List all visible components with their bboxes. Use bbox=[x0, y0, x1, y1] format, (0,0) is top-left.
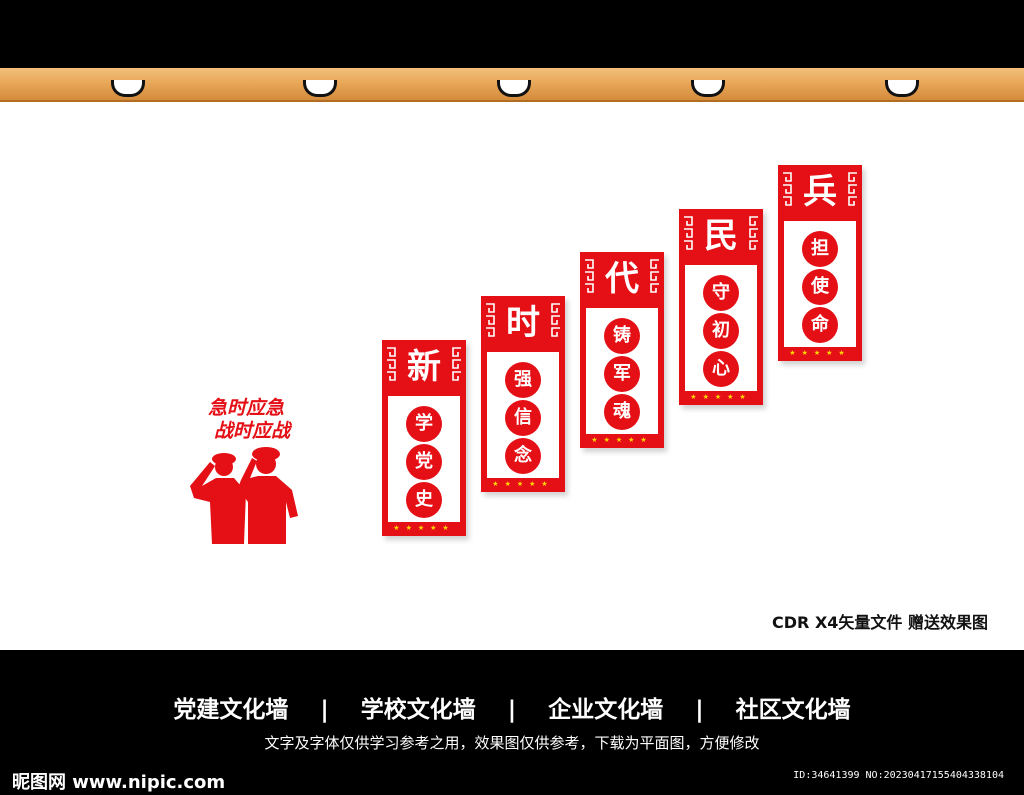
fret-pattern-icon bbox=[650, 259, 659, 293]
spotlight-icon bbox=[303, 80, 337, 97]
star-row: ★★★★★ bbox=[591, 436, 653, 444]
slogan-line-1: 急时应急 bbox=[208, 397, 285, 419]
panel-title: 代 bbox=[605, 259, 639, 299]
footer: 党建文化墙 | 学校文化墙 | 企业文化墙 | 社区文化墙 文字及字体仅供学习参… bbox=[0, 650, 1024, 795]
fret-pattern-icon bbox=[783, 172, 792, 206]
panel-char: 使 bbox=[802, 269, 838, 305]
panel-char: 初 bbox=[703, 313, 739, 349]
fret-pattern-icon bbox=[486, 303, 495, 337]
fret-pattern-icon bbox=[551, 303, 560, 337]
site-watermark: 昵图网 www.nipic.com bbox=[12, 772, 226, 793]
panel-char: 念 bbox=[505, 438, 541, 474]
category-list: 党建文化墙 | 学校文化墙 | 企业文化墙 | 社区文化墙 bbox=[0, 690, 1024, 724]
category-separator: | bbox=[695, 697, 704, 723]
image-id: ID:34641399 NO:20230417155404338104 bbox=[793, 770, 1004, 781]
top-band bbox=[0, 0, 1024, 68]
star-row: ★★★★★ bbox=[492, 480, 554, 488]
fret-pattern-icon bbox=[452, 347, 461, 381]
spotlight-icon bbox=[885, 80, 919, 97]
panel-title: 新 bbox=[407, 347, 441, 387]
panel-char: 担 bbox=[802, 231, 838, 267]
category-label: 党建文化墙 bbox=[173, 697, 289, 723]
spotlight-icon bbox=[111, 80, 145, 97]
panel-char: 铸 bbox=[604, 318, 640, 354]
fret-pattern-icon bbox=[848, 172, 857, 206]
panel-title: 兵 bbox=[803, 172, 837, 212]
panel-char: 信 bbox=[505, 400, 541, 436]
fret-pattern-icon bbox=[749, 216, 758, 250]
panel-char: 心 bbox=[703, 351, 739, 387]
panel-title: 时 bbox=[506, 303, 540, 343]
saluting-soldiers-icon bbox=[190, 447, 298, 544]
category-separator: | bbox=[507, 697, 517, 723]
spotlight-icon bbox=[691, 80, 725, 97]
star-row: ★★★★★ bbox=[690, 393, 752, 401]
category-label: 学校文化墙 bbox=[360, 697, 476, 723]
panel-char: 魂 bbox=[604, 394, 640, 430]
slogan-line-2: 战时应战 bbox=[214, 420, 291, 442]
spotlight-icon bbox=[497, 80, 531, 97]
fret-pattern-icon bbox=[684, 216, 693, 250]
panel-char: 军 bbox=[604, 356, 640, 392]
panel-char: 党 bbox=[406, 444, 442, 480]
panel-char: 史 bbox=[406, 482, 442, 518]
panel-4: 民 守 初 心 ★★★★★ bbox=[679, 209, 763, 405]
panel-5: 兵 担 使 命 ★★★★★ bbox=[778, 165, 862, 361]
category-label: 社区文化墙 bbox=[735, 697, 851, 723]
panel-1: 新 学 党 史 ★★★★★ bbox=[382, 340, 466, 536]
panel-char: 守 bbox=[703, 275, 739, 311]
panel-2: 时 强 信 念 ★★★★★ bbox=[481, 296, 565, 492]
panel-3: 代 铸 军 魂 ★★★★★ bbox=[580, 252, 664, 448]
fret-pattern-icon bbox=[387, 347, 396, 381]
star-row: ★★★★★ bbox=[393, 524, 455, 532]
category-separator: | bbox=[320, 697, 329, 723]
disclaimer: 文字及字体仅供学习参考之用，效果图仅供参考，下载为平面图，方便修改 bbox=[264, 734, 760, 752]
file-format-note: CDR X4矢量文件 赠送效果图 bbox=[772, 613, 988, 632]
panel-char: 学 bbox=[406, 406, 442, 442]
panel-title: 民 bbox=[704, 216, 738, 256]
panel-char: 强 bbox=[505, 362, 541, 398]
fret-pattern-icon bbox=[585, 259, 594, 293]
star-row: ★★★★★ bbox=[789, 349, 851, 357]
category-label: 企业文化墙 bbox=[548, 697, 664, 723]
panel-char: 命 bbox=[802, 307, 838, 343]
